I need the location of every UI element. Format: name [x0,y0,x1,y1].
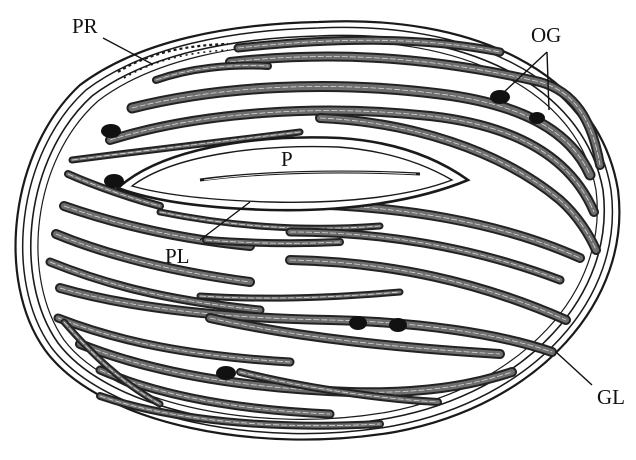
label-p: P [281,147,293,171]
label-gl: GL [597,385,625,409]
oil-globule [490,90,510,104]
oil-globule [104,174,124,188]
oil-globule [101,124,121,138]
oil-globule [349,316,367,330]
label-pl: PL [165,244,190,268]
gl-leader [556,352,592,385]
og-leader-2 [547,52,549,110]
label-og: OG [531,23,561,47]
oil-globule [389,318,407,332]
oil-globule [216,366,236,380]
label-pr: PR [72,14,98,38]
thylakoid-lamellae [50,40,600,425]
oil-globule [529,112,545,124]
